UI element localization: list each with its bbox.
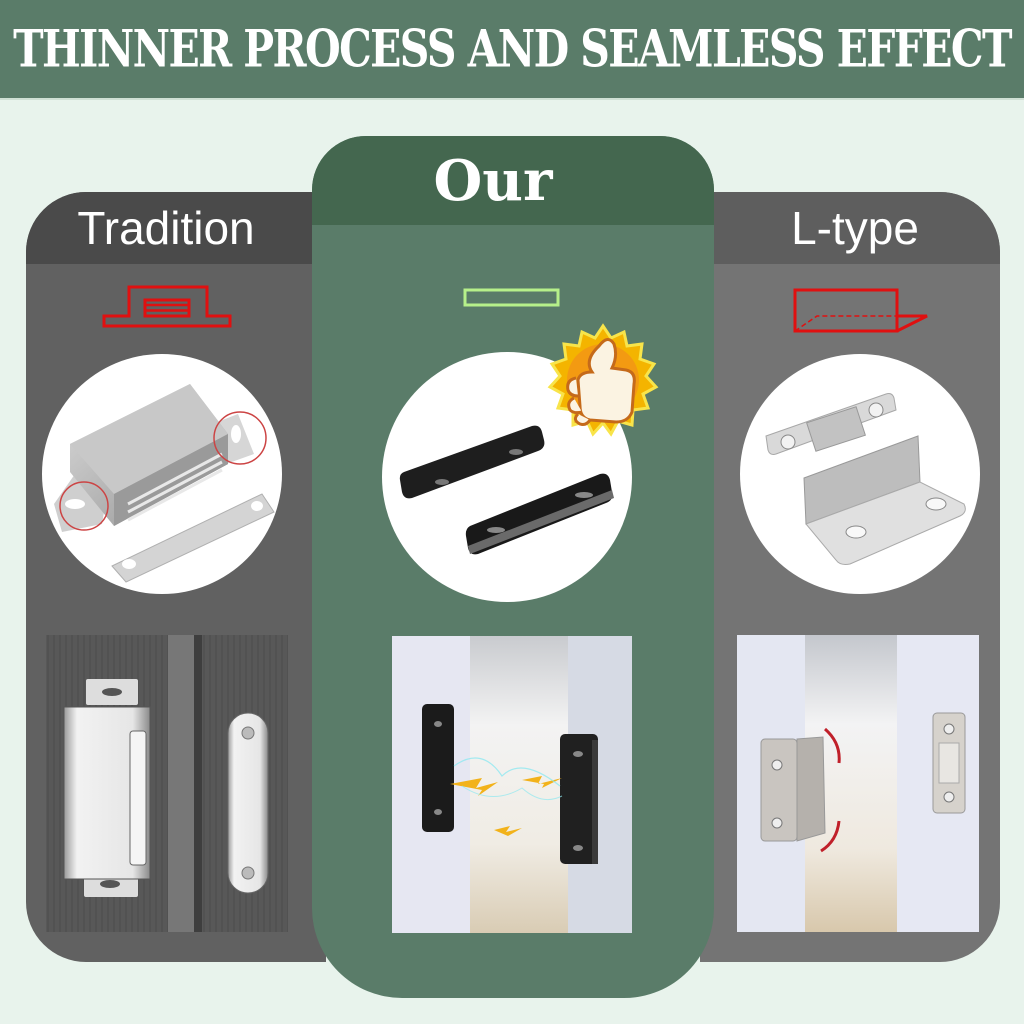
tradition-install-photo xyxy=(46,635,288,932)
black-magnets-on-door-icon xyxy=(392,636,632,933)
banner-title: THINNER PROCESS AND SEAMLESS EFFECT xyxy=(13,19,1012,79)
black-thin-magnets-icon xyxy=(399,425,614,555)
box-magnetic-catch-icon xyxy=(54,384,275,583)
our-install-photo xyxy=(392,636,632,933)
thick-bulky-profile-icon xyxy=(102,285,232,328)
title-banner: THINNER PROCESS AND SEAMLESS EFFECT xyxy=(0,0,1024,100)
l-bracket-catch-icon xyxy=(765,393,966,565)
l-type-install-photo xyxy=(737,635,979,932)
our-label: Our xyxy=(433,147,553,214)
l-type-product-image xyxy=(740,354,980,594)
tradition-column: Tradition xyxy=(26,192,326,962)
tradition-label: Tradition xyxy=(77,202,255,254)
tradition-product-image xyxy=(42,354,282,594)
our-column: Our xyxy=(312,136,714,998)
thumbs-up-badge-icon xyxy=(547,323,659,437)
l-bracket-profile-icon xyxy=(793,288,928,333)
thin-flat-profile-icon xyxy=(463,288,560,307)
l-bracket-on-door-icon xyxy=(737,635,979,932)
tradition-header: Tradition xyxy=(26,192,326,264)
l-type-header: L-type xyxy=(700,192,1000,264)
box-catch-on-wood-icon xyxy=(46,635,288,932)
l-type-label: L-type xyxy=(791,202,919,254)
l-type-column: L-type xyxy=(700,192,1000,962)
our-header: Our xyxy=(312,136,714,225)
